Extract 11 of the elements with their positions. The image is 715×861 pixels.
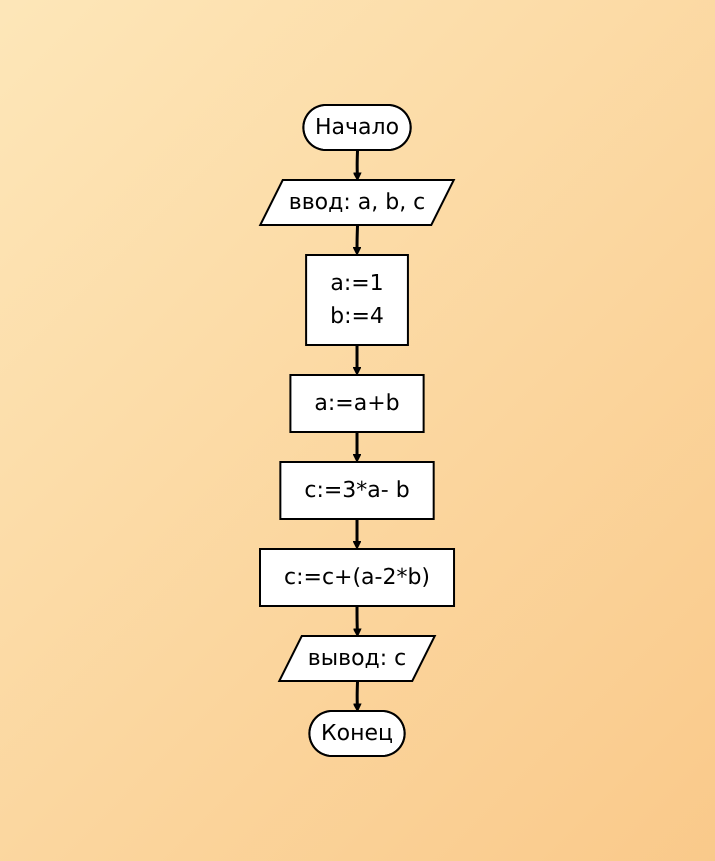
node-box: c:=3*a- b [280, 461, 436, 520]
node-box: c:=c+(a-2*b) [259, 548, 456, 607]
arrow [353, 519, 362, 550]
arrow [353, 432, 362, 462]
arrow [353, 345, 362, 376]
arrow [353, 150, 362, 181]
arrow [353, 681, 362, 712]
node-box: a:=1 b:=4 [306, 254, 410, 346]
arrow [353, 606, 362, 637]
node-box: a:=a+b [290, 374, 426, 433]
arrow [353, 225, 362, 256]
